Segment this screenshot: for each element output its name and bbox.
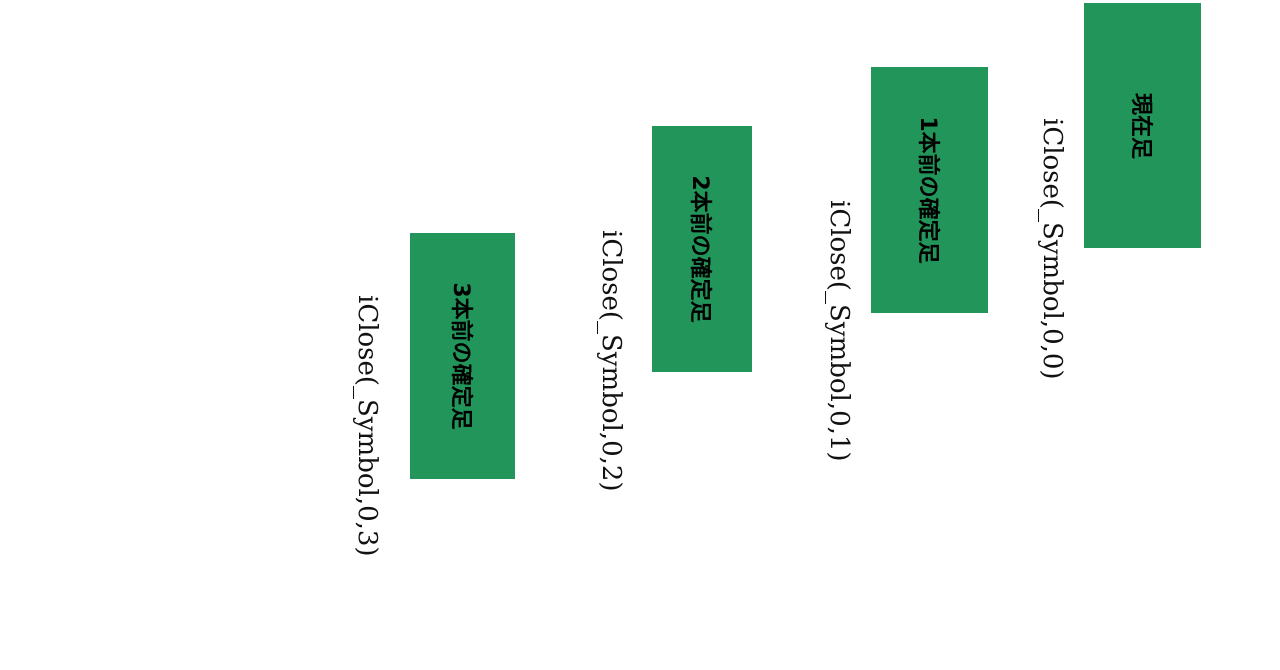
bar-3-box: 3本前の確定足 [410, 233, 515, 479]
bar-2-label: 2本前の確定足 [687, 175, 712, 323]
bar-2-code: iClose(_Symbol,0,2) [596, 230, 626, 492]
bar-1-label: 1本前の確定足 [914, 116, 940, 264]
current-bar-label: 現在足 [1127, 92, 1153, 159]
bar-3-label: 3本前の確定足 [447, 282, 473, 430]
bar-1-code: iClose(_Symbol,0,1) [824, 200, 854, 462]
current-bar-code: iClose(_Symbol,0,0) [1037, 118, 1067, 380]
bar-3-code: iClose(_Symbol,0,3) [352, 295, 382, 557]
bar-1-box: 1本前の確定足 [871, 67, 988, 313]
bar-2-box: 2本前の確定足 [652, 126, 752, 372]
current-bar-box: 現在足 [1084, 3, 1201, 248]
